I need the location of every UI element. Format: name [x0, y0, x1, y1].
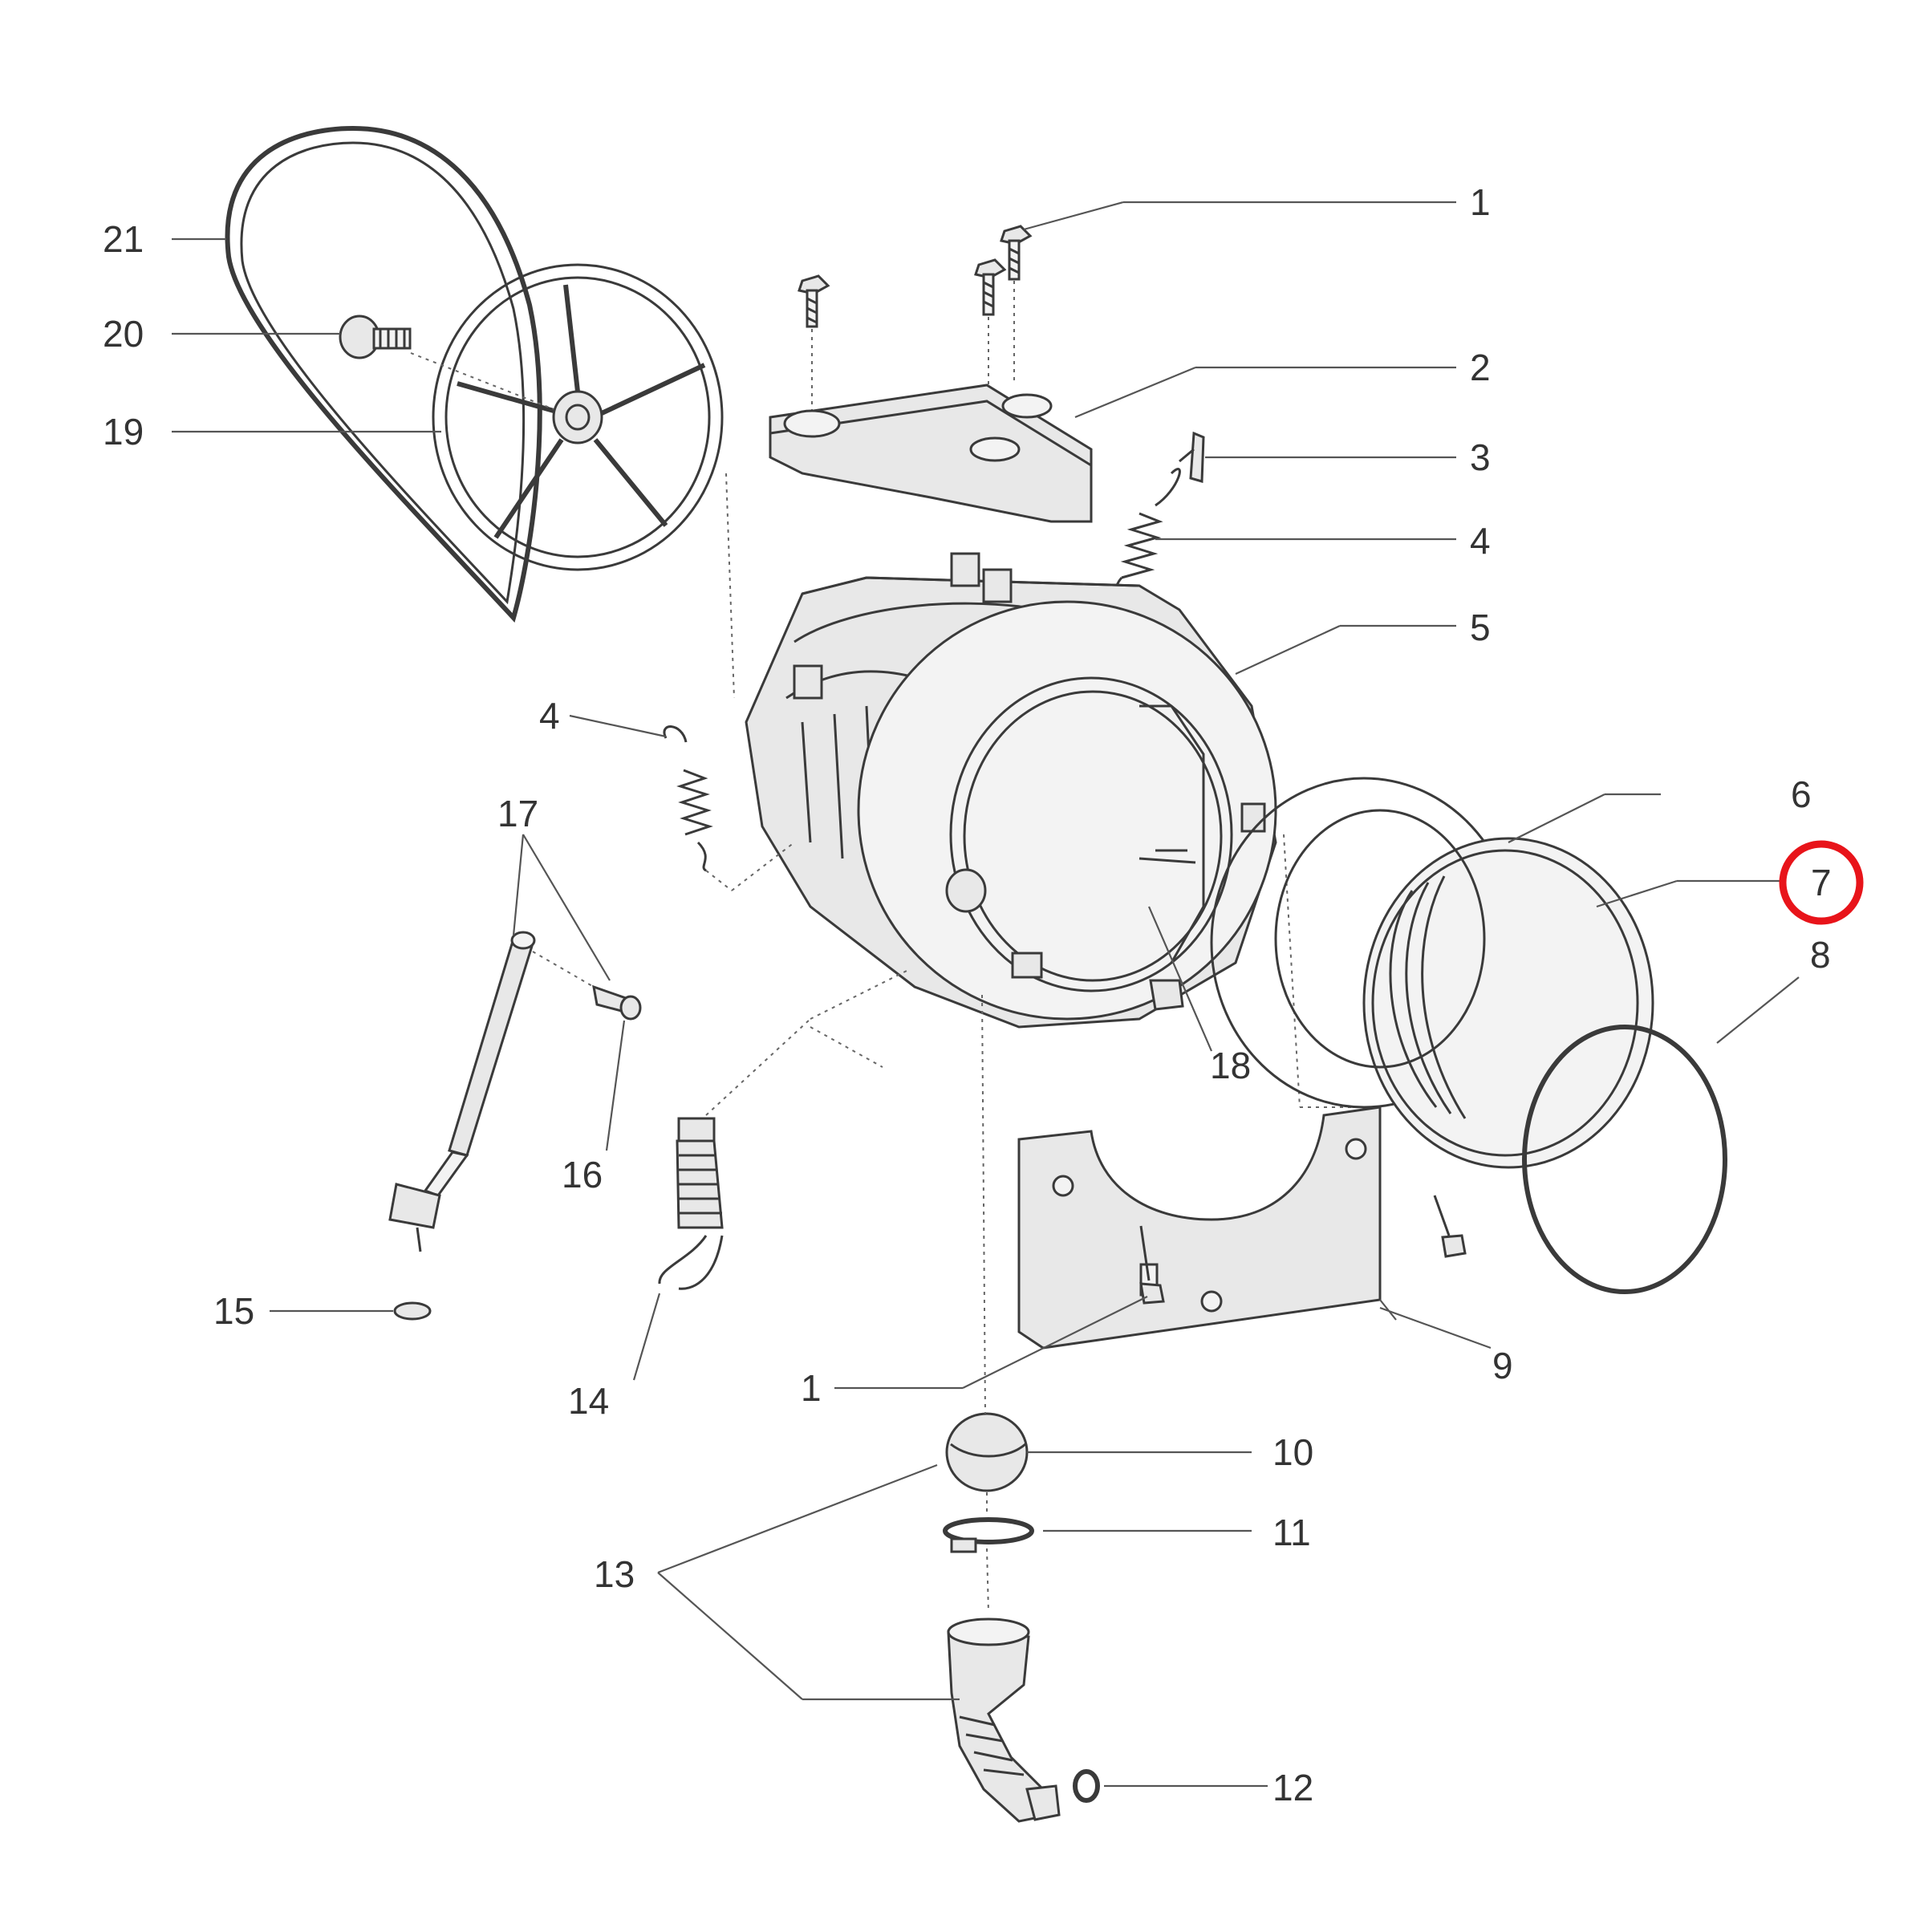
callout-5: 5: [1470, 607, 1491, 648]
seal-wire-ring: [1274, 809, 1486, 1069]
callout-11: 11: [1272, 1512, 1311, 1553]
callout-2: 2: [1470, 347, 1491, 388]
callout-3: 3: [1470, 436, 1491, 478]
hose-clamp: [943, 1517, 1034, 1553]
washer-tub: [745, 552, 1277, 1029]
sump-hose: [947, 1617, 1061, 1823]
callout-6: 6: [1791, 773, 1812, 815]
callout-7: 7: [1811, 862, 1832, 903]
callout-13: 13: [594, 1553, 635, 1595]
counterweight: [769, 384, 1093, 523]
top-screws: [798, 225, 1033, 328]
absorber-foot-pad: [393, 1301, 432, 1321]
shock-absorber: [388, 931, 536, 1252]
callout-18: 18: [1210, 1045, 1251, 1086]
callout-1-bottom: 1: [801, 1367, 822, 1409]
pulley-bolt: [339, 315, 412, 359]
callout-4-left: 4: [539, 695, 560, 737]
drive-belt: [225, 125, 542, 623]
highlight-circle: [1779, 840, 1864, 925]
callout-19: 19: [103, 411, 144, 453]
callout-8: 8: [1810, 934, 1831, 976]
drain-connector-hose: [658, 1117, 724, 1290]
callout-16: 16: [562, 1154, 603, 1195]
front-weight-screws: [1139, 1195, 1467, 1305]
hose-clip: [1073, 1769, 1100, 1803]
suspension-spring-left: [663, 725, 713, 872]
callout-15: 15: [213, 1290, 254, 1332]
callout-1-top: 1: [1470, 181, 1491, 223]
seal-clamp-ring: [1522, 1025, 1727, 1294]
callout-12: 12: [1272, 1767, 1313, 1808]
spring-hook: [1179, 431, 1205, 483]
drum-pulley: [432, 263, 724, 571]
callout-labels: 1 2 3 4 5 6 7 8 9 10 11 12 13 14 15 16 1…: [103, 181, 1832, 1808]
front-counterweight: [1017, 1106, 1382, 1350]
callout-14: 14: [568, 1380, 609, 1422]
absorber-pin: [592, 984, 642, 1021]
callout-20: 20: [103, 313, 144, 355]
callout-leaders: [172, 201, 1800, 1788]
callout-4-right: 4: [1470, 520, 1491, 562]
callout-10: 10: [1272, 1431, 1313, 1473]
callout-21: 21: [103, 218, 144, 260]
drain-ball: [945, 1412, 1029, 1492]
door-bellows-seal: [1210, 777, 1654, 1169]
callout-9: 9: [1492, 1345, 1513, 1386]
callout-17: 17: [497, 793, 538, 834]
